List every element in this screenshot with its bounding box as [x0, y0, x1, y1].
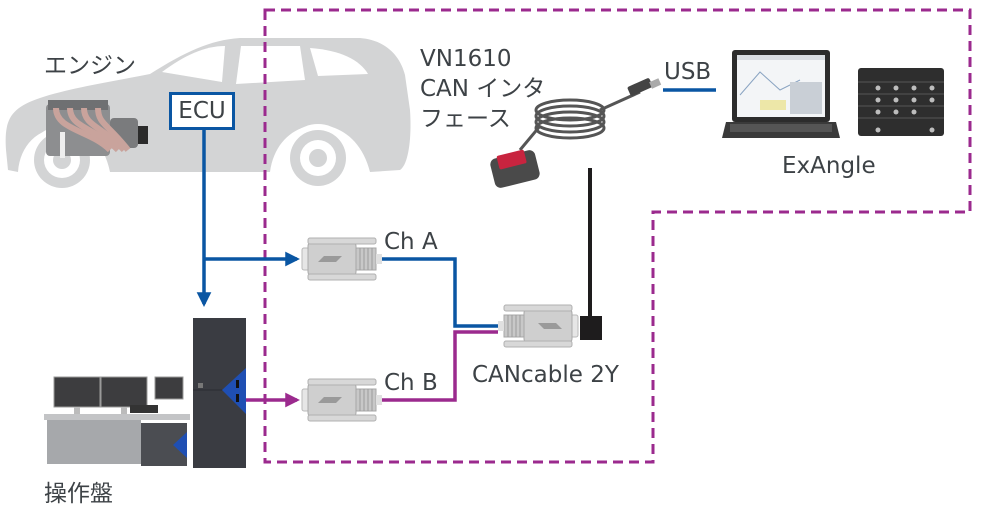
cancable-label: CANcable 2Y	[472, 362, 619, 388]
cancable-connector-icon	[497, 304, 579, 348]
laptop-icon	[722, 50, 840, 138]
ch-b-connector-icon	[301, 378, 383, 422]
server-cabinet-icon	[193, 318, 246, 468]
usb-label: USB	[664, 59, 712, 85]
ecu-box: ECU	[169, 92, 235, 130]
ch-a-label: Ch A	[384, 229, 438, 255]
exangle-label: ExAngle	[782, 153, 876, 179]
ch-a-connector-icon	[301, 237, 383, 281]
ch-b-label: Ch B	[384, 370, 438, 396]
control-panel-label: 操作盤	[44, 481, 113, 507]
ch-a-to-cancable-line	[382, 257, 498, 328]
cable-plug-icon	[580, 316, 602, 340]
engine-label: エンジン	[44, 53, 136, 79]
can-interface-icon	[490, 78, 662, 188]
control-console-icon	[44, 376, 190, 466]
ecu-label: ECU	[178, 98, 226, 124]
vn1610-label: VN1610 CAN インタ フェース	[420, 46, 546, 132]
exangle-unit-icon	[858, 68, 944, 136]
engine-icon	[46, 100, 148, 158]
ch-b-to-cancable-line	[382, 330, 498, 402]
boundary-dashed-line	[263, 8, 972, 464]
